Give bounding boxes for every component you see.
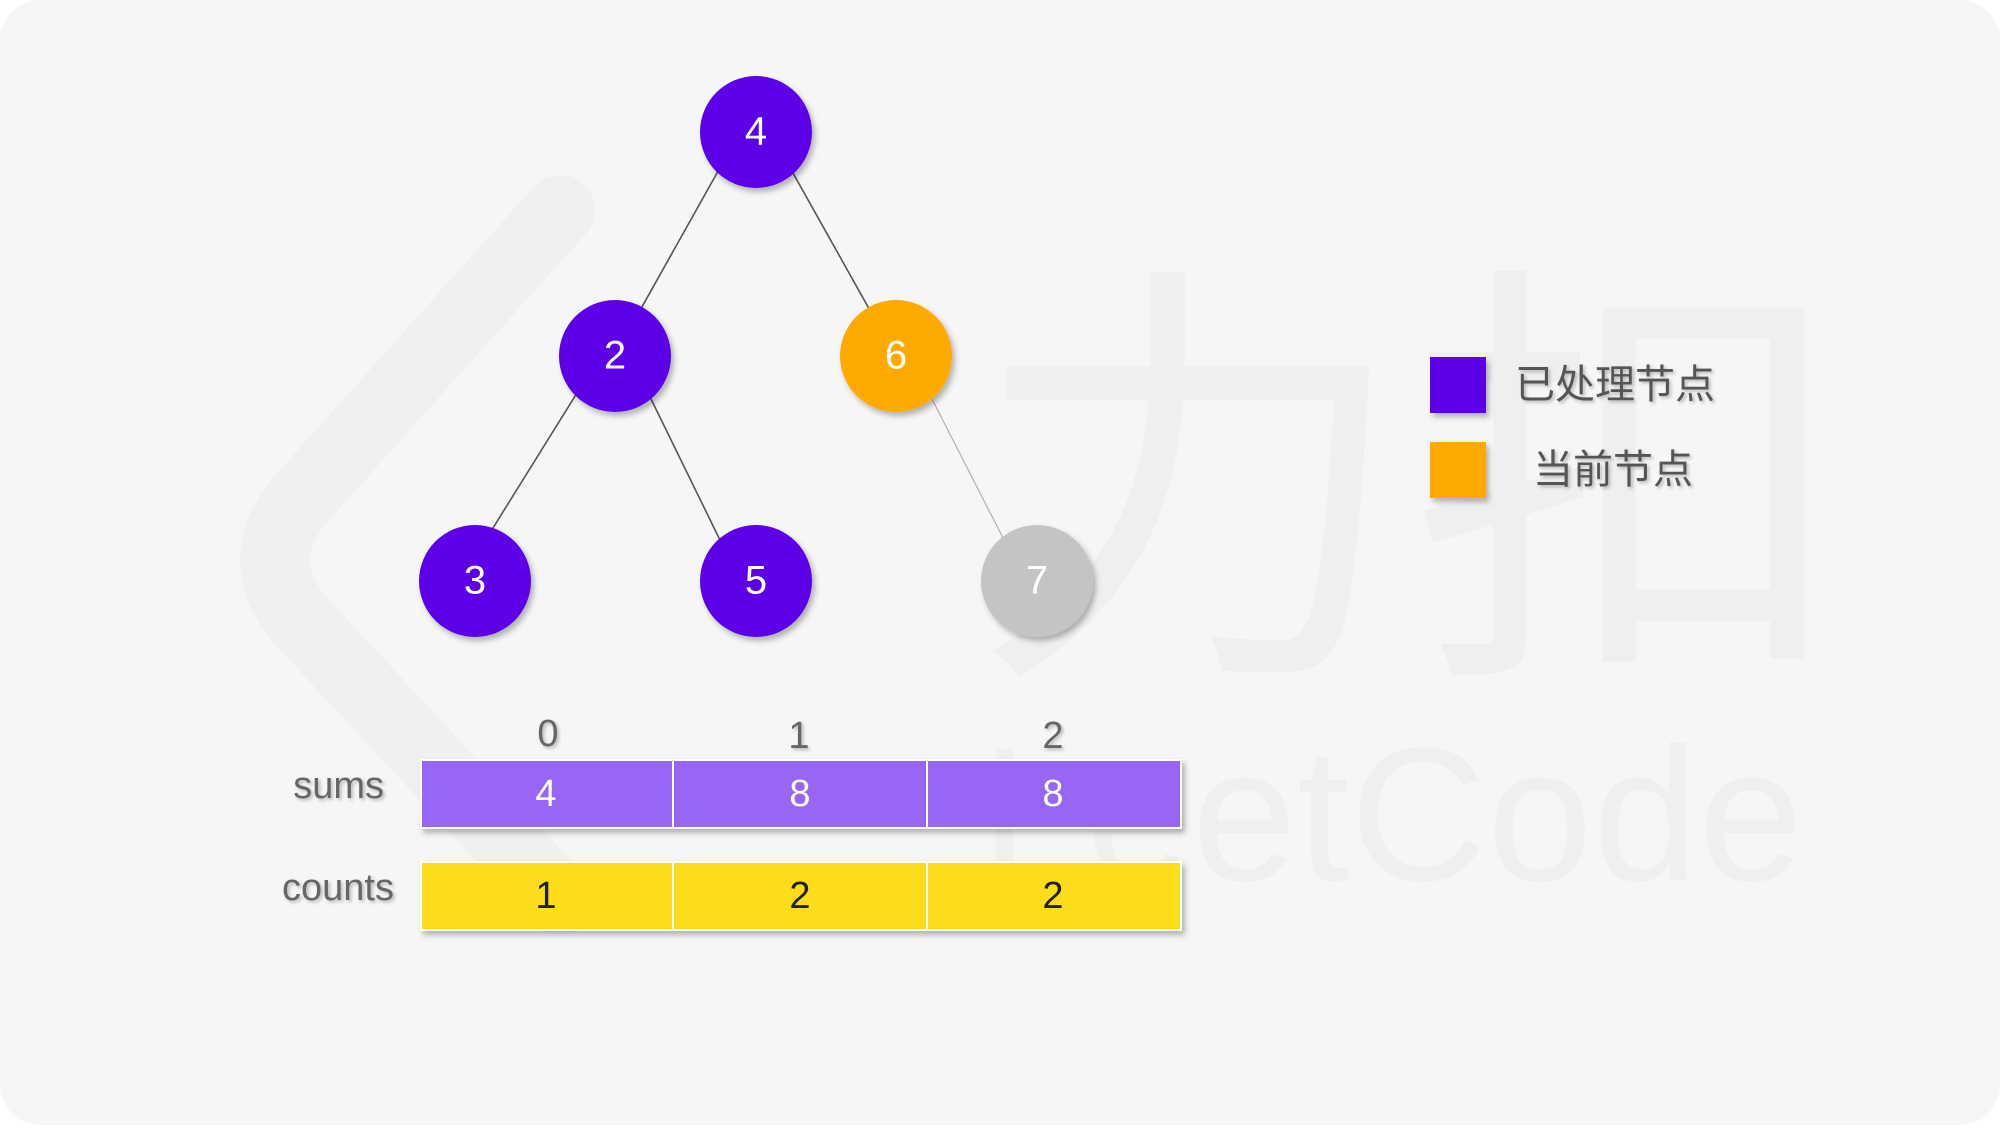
legend-swatch-processed	[1430, 357, 1486, 413]
node-label: 3	[464, 559, 486, 603]
tree-node-7: 7	[981, 525, 1093, 637]
counts-cell-1	[672, 861, 928, 931]
node-label: 7	[1026, 559, 1048, 603]
legend-swatch-current	[1430, 442, 1486, 498]
tree-node-4: 4	[700, 76, 812, 188]
tree-node-3: 3	[419, 525, 531, 637]
node-label: 5	[745, 559, 767, 603]
sums-value-0: 4	[535, 773, 556, 815]
array-index-2: 2	[1042, 715, 1063, 757]
array-index-1: 1	[788, 715, 809, 757]
arrays: 0 1 2 sums 4 8 8 counts 1 2 2	[282, 713, 1182, 931]
counts-value-1: 2	[789, 875, 810, 917]
sums-value-2: 8	[1042, 773, 1063, 815]
counts-cell-2	[926, 861, 1182, 931]
legend-item-processed: 已处理节点	[1430, 357, 1715, 413]
node-label: 4	[745, 110, 767, 154]
tree-node-6: 6	[840, 300, 952, 412]
legend-item-current: 当前节点	[1430, 442, 1693, 498]
sums-cell-2	[926, 759, 1182, 829]
node-label: 2	[604, 334, 626, 378]
array-index-0: 0	[537, 713, 558, 755]
tree-node-2: 2	[559, 300, 671, 412]
counts-value-0: 1	[535, 875, 556, 917]
sums-value-1: 8	[789, 773, 810, 815]
sums-label: sums	[293, 765, 384, 807]
counts-cell-0	[420, 861, 674, 931]
sums-array	[420, 759, 1182, 829]
tree-node-5: 5	[700, 525, 812, 637]
counts-label: counts	[282, 867, 394, 909]
sums-cell-1	[672, 759, 928, 829]
counts-value-2: 2	[1042, 875, 1063, 917]
sums-cell-0	[420, 759, 674, 829]
counts-array	[420, 861, 1182, 931]
watermark-logo-icon	[240, 175, 595, 935]
node-label: 6	[885, 334, 907, 378]
legend-label-processed: 已处理节点	[1515, 363, 1715, 407]
tree-nodes: 4 2 6 3 5 7	[419, 76, 1093, 637]
legend: 已处理节点 当前节点	[1430, 357, 1715, 498]
legend-label-current: 当前节点	[1533, 448, 1693, 492]
watermark-brand-cn: 力扣	[970, 243, 1850, 734]
